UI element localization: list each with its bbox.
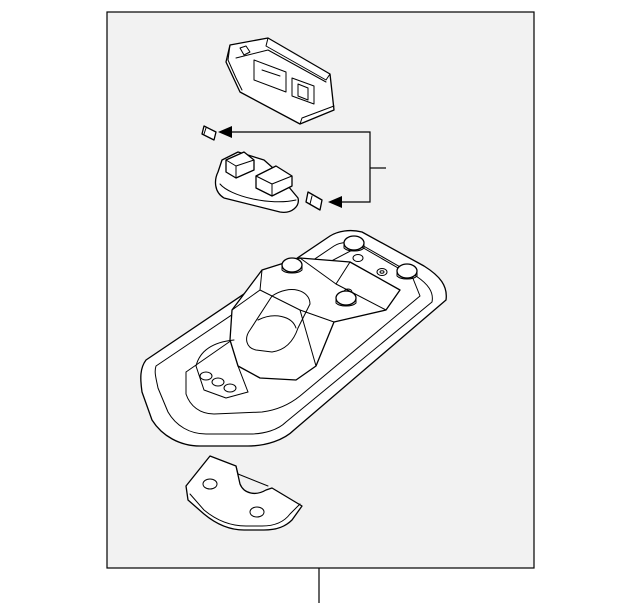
lamp-housing (140, 229, 447, 447)
bracket (185, 455, 303, 531)
bulb-leader (218, 126, 386, 208)
bulb-left (201, 125, 217, 141)
arrow-right (328, 196, 342, 208)
bulb-right (305, 191, 323, 211)
lens (214, 151, 299, 213)
arrow-left (218, 126, 232, 138)
switch-module (225, 37, 335, 125)
